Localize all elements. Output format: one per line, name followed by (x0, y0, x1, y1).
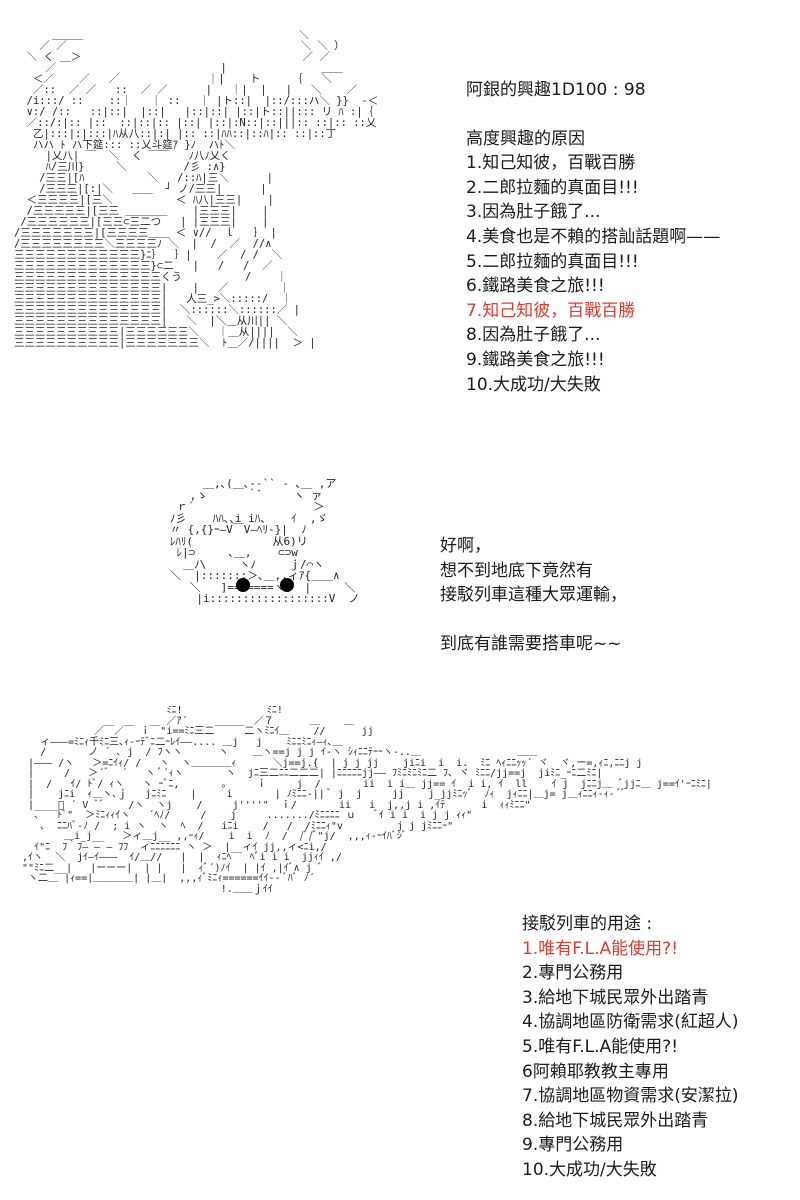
ascii-art-shuttle-train: ﾐﾆ! ﾐﾆ! ／ｱ´ ／７ ＿ ＿ ／￣／￣ ｉ￣"i==ﾐﾆ三二￣￣￣二ヽﾐ… (22, 706, 712, 895)
ascii-art-character-eating: ＿＿＿ ＼ ／ ／ ＼ ＼ ） ＼ く ＿＞ ／ ／ ／ | ＿＿ ＜／ ／ (14, 30, 379, 350)
list-item: 4.美食也是不賴的搭訕話題啊—— (466, 226, 721, 247)
interest-title: 阿銀的興趣1D100 : 98 (466, 80, 646, 100)
usage-panel: 接駁列車的用途 : 1.唯有F.L.A能使用?! 2.專門公務用 3.給地下城民眾外… (522, 912, 792, 1183)
list-item: 6阿賴耶教教主專用 (522, 1061, 669, 1082)
usage-list: 1.唯有F.L.A能使用?! 2.專門公務用 3.給地下城民眾外出踏青 4.協調地區防… (522, 937, 792, 1183)
dialogue-panel: 好啊， 想不到地底下竟然有 接駁列車這種大眾運輸， 到底有誰需要搭車呢~~ (440, 534, 780, 656)
dialogue-line-1: 好啊， (440, 536, 491, 556)
list-item: 6.鐵路美食之旅!!! (466, 276, 605, 297)
list-item: 10.大成功/大失敗 (466, 374, 601, 395)
dialogue-line-4: 到底有誰需要搭車呢~~ (440, 633, 622, 654)
list-item: 1.知己知彼，百戰百勝 (466, 153, 636, 174)
list-item: 7.知己知彼，百戰百勝 (466, 300, 636, 321)
list-item: 2.專門公務用 (522, 963, 624, 984)
dialogue-line-2: 想不到地底下竟然有 (440, 560, 593, 581)
list-item: 10.大成功/大失敗 (522, 1159, 657, 1180)
list-item: 2.二郎拉麵的真面目!!! (466, 177, 639, 198)
list-item: 8.因為肚子餓了... (466, 325, 601, 346)
list-item: 5.二郎拉麵的真面目!!! (466, 251, 639, 272)
dialogue-line-3: 接駁列車這種大眾運輸， (440, 585, 627, 606)
list-item: 4.協調地區防衛需求(紅超人) (522, 1012, 739, 1033)
interest-panel: 阿銀的興趣1D100 : 98 高度興趣的原因 1.知己知彼，百戰百勝 2.二郎拉… (466, 78, 786, 397)
usage-heading: 接駁列車的用途 : (522, 914, 653, 934)
ascii-art-chibi-character: ＿,､(＿､-‐`` ‐ ､＿ ,ア ,ゝ ｀ ゙ ヽ ァ ｒ´ ＞ ﾉ彡 ﾊﾊ… (169, 478, 360, 606)
list-item: 9.鐵路美食之旅!!! (466, 349, 605, 370)
list-item: 3.因為肚子餓了... (466, 202, 601, 223)
list-item: 3.給地下城民眾外出踏青 (522, 987, 709, 1008)
right-eye-dot (280, 578, 294, 592)
list-item: 1.唯有F.L.A能使用?! (522, 938, 679, 959)
list-item: 9.專門公務用 (522, 1135, 624, 1156)
list-item: 5.唯有F.L.A能使用?! (522, 1036, 679, 1057)
interest-list: 1.知己知彼，百戰百勝 2.二郎拉麵的真面目!!! 3.因為肚子餓了... 4.美食也… (466, 151, 786, 397)
left-eye-dot (236, 578, 250, 592)
interest-heading: 高度興趣的原因 (466, 128, 585, 149)
list-item: 8.給地下城民眾外出踏青 (522, 1110, 709, 1131)
list-item: 7.協調地區物資需求(安潔拉) (522, 1086, 739, 1107)
